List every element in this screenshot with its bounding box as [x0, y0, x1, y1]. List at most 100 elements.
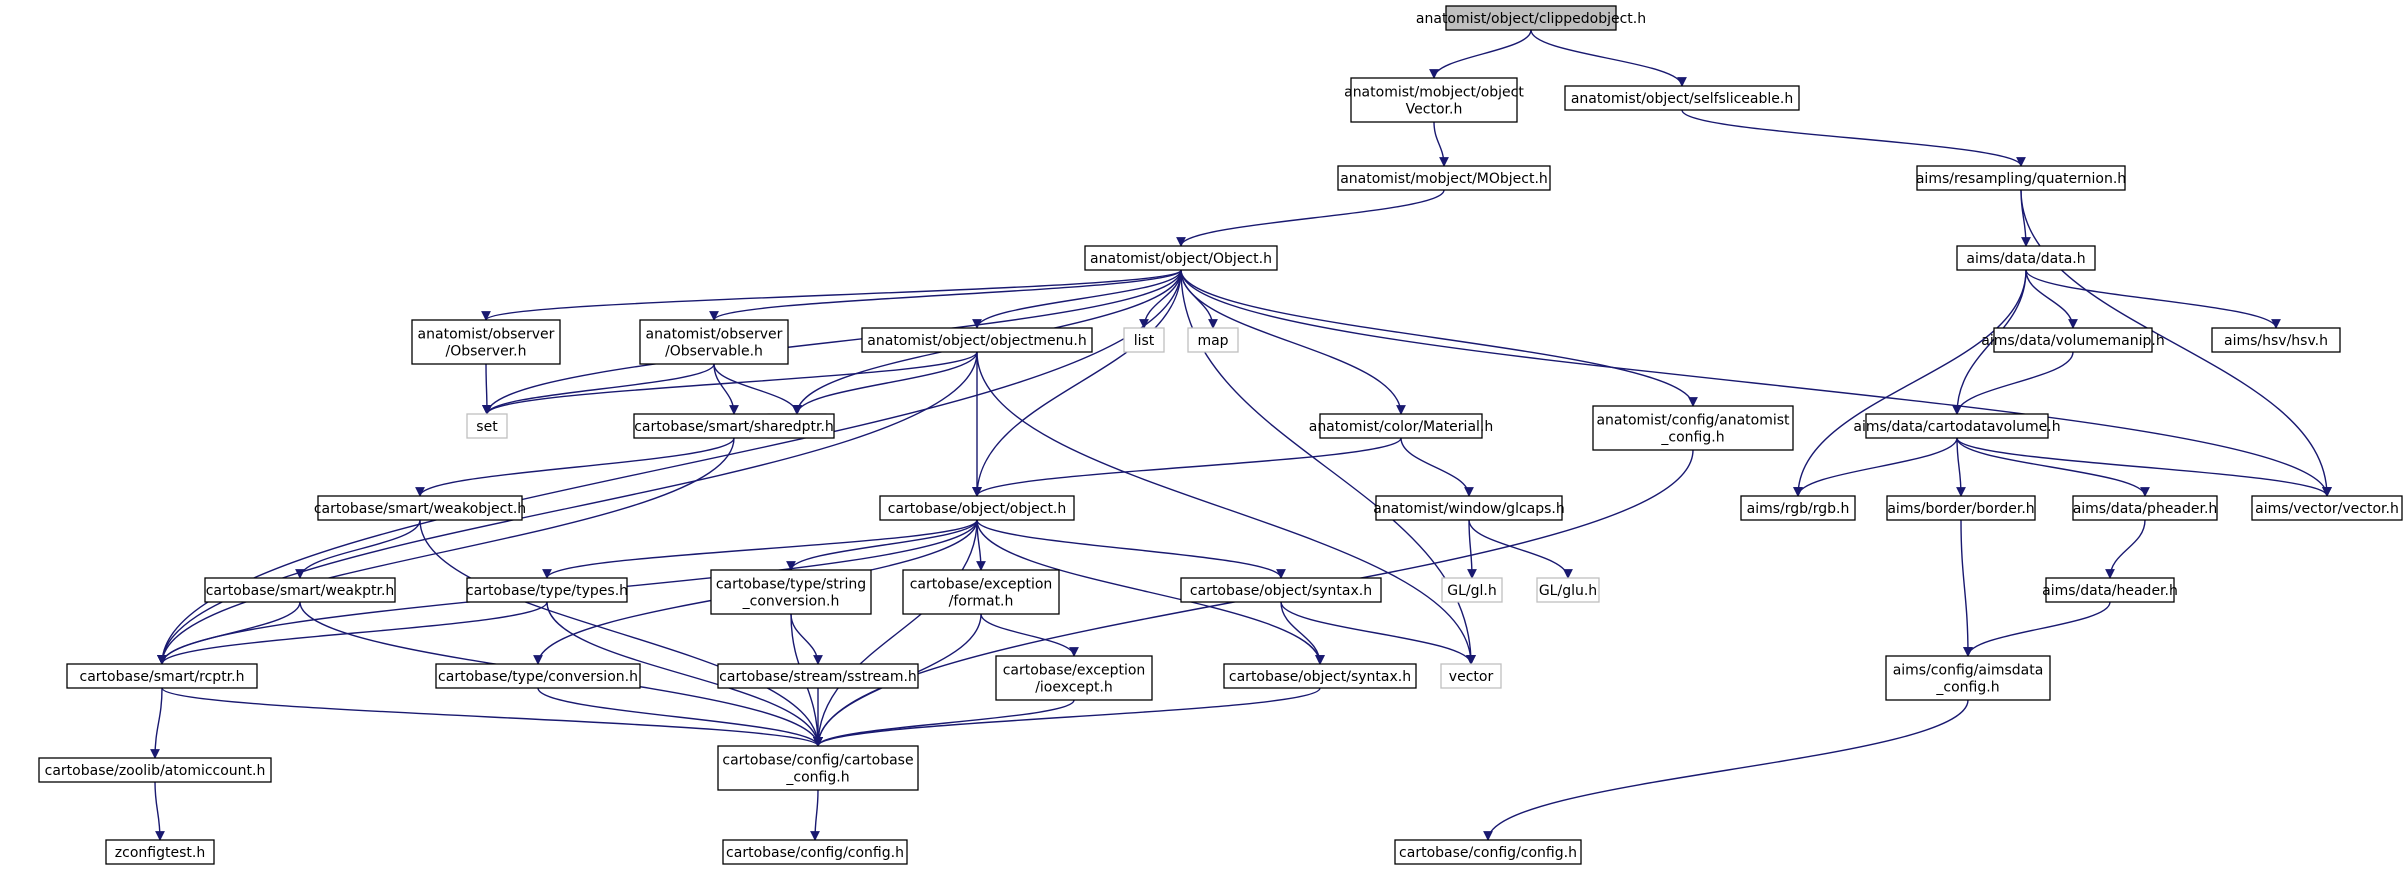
nodes-layer: anatomist/object/clippedobject.h anatomis… [38, 5, 2403, 865]
node-label: cartobase/object/syntax.h [1190, 583, 1372, 599]
node-box [2251, 495, 2403, 521]
edge-n3-to-n5 [1176, 189, 1445, 247]
edge-n34-to-n41 [1963, 601, 2111, 657]
node-aims-data-header-h[interactable]: aims/data/header.h [2042, 577, 2178, 603]
node-box [1375, 495, 1563, 521]
node-cartobase-exception-format-h[interactable]: cartobase/exception/format.h [902, 569, 1060, 615]
node-anatomist-object-objectmenu-h[interactable]: anatomist/object/objectmenu.h [861, 327, 1093, 353]
node-aims-config-aimsdata-config-h[interactable]: aims/config/aimsdata_config.h [1885, 655, 2051, 701]
node-box [1337, 165, 1551, 191]
node-label: _conversion.h [742, 594, 840, 610]
node-label: anatomist/observer [418, 327, 555, 343]
edge-n25-to-n34 [2105, 519, 2146, 579]
node-aims-rgb-rgb-h[interactable]: aims/rgb/rgb.h [1740, 495, 1856, 521]
node-box [710, 569, 872, 615]
node-aims-vector-vector-h[interactable]: aims/vector/vector.h [2251, 495, 2403, 521]
edge-n41-to-n46 [1483, 699, 1969, 841]
node-cartobase-smart-weakobject-h[interactable]: cartobase/smart/weakobject.h [314, 495, 526, 521]
node-label: map [1197, 333, 1228, 349]
node-label: anatomist/color/Material.h [1309, 419, 1494, 435]
node-anatomist-observer-observable-h[interactable]: anatomist/observer/Observable.h [639, 319, 789, 365]
edge-n24-to-n41 [1960, 519, 1973, 657]
node-anatomist-observer-observer-h[interactable]: anatomist/observer/Observer.h [411, 319, 561, 365]
edge-n0-to-n1 [1429, 29, 1532, 79]
node-box [105, 839, 215, 865]
edge-n21-to-n39 [976, 519, 1325, 665]
node-aims-data-cartodatavolume-h[interactable]: aims/data/cartodatavolume.h [1853, 413, 2061, 439]
edge-n5-to-n8 [709, 269, 1182, 321]
node-cartobase-config-config-h-n45[interactable]: cartobase/config/config.h [722, 839, 908, 865]
node-label: _config.h [785, 770, 849, 786]
node-label: aims/data/data.h [1966, 251, 2085, 267]
node-cartobase-type-types-h[interactable]: cartobase/type/types.h [466, 577, 628, 603]
node-cartobase-config-cartobase-config-h[interactable]: cartobase/config/cartobase_config.h [717, 745, 919, 791]
node-label: anatomist/object/selfsliceable.h [1571, 91, 1793, 107]
edge-n21-to-n31 [976, 519, 1286, 579]
node-anatomist-object-selfsliceable-h[interactable]: anatomist/object/selfsliceable.h [1564, 85, 1800, 111]
node-cartobase-object-object-h[interactable]: cartobase/object/object.h [879, 495, 1075, 521]
node-box [995, 655, 1153, 701]
node-anatomist-mobject-mobject-h[interactable]: anatomist/mobject/MObject.h [1337, 165, 1551, 191]
node-label: cartobase/smart/weakobject.h [314, 501, 526, 517]
node-label: cartobase/object/syntax.h [1229, 669, 1411, 685]
node-anatomist-config-anatomist-config-h[interactable]: anatomist/config/anatomist_config.h [1592, 405, 1794, 451]
node-aims-data-volumemanip-h[interactable]: aims/data/volumemanip.h [1981, 327, 2165, 353]
node-box [66, 663, 258, 689]
edge-n38-to-n42 [813, 699, 1075, 747]
node-cartobase-exception-ioexcept-h[interactable]: cartobase/exception/ioexcept.h [995, 655, 1153, 701]
node-cartobase-type-string-conversion-h[interactable]: cartobase/type/string_conversion.h [710, 569, 872, 615]
edge-n9-to-n35 [157, 351, 978, 665]
node-label: _config.h [1660, 430, 1724, 446]
node-cartobase-stream-sstream-h[interactable]: cartobase/stream/sstream.h [717, 663, 919, 689]
node-cartobase-smart-weakptr-h[interactable]: cartobase/smart/weakptr.h [204, 577, 396, 603]
edge-n6-to-n12 [2025, 269, 2078, 329]
edge-n19-to-n24 [1956, 437, 1966, 497]
node-cartobase-object-syntax-h[interactable]: cartobase/object/syntax.h [1180, 577, 1382, 603]
node-label: aims/border/border.h [1887, 501, 2034, 517]
node-cartobase-zoolib-atomiccount-h[interactable]: cartobase/zoolib/atomiccount.h [38, 757, 272, 783]
edge-n0-to-n2 [1530, 29, 1687, 87]
node-aims-data-pheader-h[interactable]: aims/data/pheader.h [2072, 495, 2218, 521]
node-label: GL/gl.h [1447, 583, 1496, 599]
node-label: aims/data/pheader.h [2073, 501, 2218, 517]
node-zconfigtest-h[interactable]: zconfigtest.h [105, 839, 215, 865]
edge-n8-to-n16 [713, 363, 739, 415]
node-cartobase-type-conversion-h[interactable]: cartobase/type/conversion.h [435, 663, 641, 689]
node-label: aims/data/header.h [2042, 583, 2178, 599]
node-aims-hsv-hsv-h[interactable]: aims/hsv/hsv.h [2211, 327, 2341, 353]
node-cartobase-smart-sharedptr-h[interactable]: cartobase/smart/sharedptr.h [633, 413, 835, 439]
node-label: anatomist/observer [646, 327, 783, 343]
edge-n28-to-n42 [546, 601, 823, 747]
node-box [717, 663, 919, 689]
node-anatomist-object-object-h[interactable]: anatomist/object/Object.h [1084, 245, 1278, 271]
node-label: cartobase/smart/rcptr.h [80, 669, 245, 685]
node-aims-data-data-h[interactable]: aims/data/data.h [1956, 245, 2096, 271]
node-box [1223, 663, 1417, 689]
node-cartobase-object-syntax-h[interactable]: cartobase/object/syntax.h [1223, 663, 1417, 689]
node-box [1445, 5, 1617, 31]
node-anatomist-color-material-h[interactable]: anatomist/color/Material.h [1309, 413, 1494, 439]
edge-n5-to-n17 [1180, 269, 1406, 415]
node-aims-border-border-h[interactable]: aims/border/border.h [1886, 495, 2036, 521]
edge-n36-to-n42 [537, 687, 823, 747]
node-label: _config.h [1935, 680, 1999, 696]
node-aims-resampling-quaternion-h[interactable]: aims/resampling/quaternion.h [1916, 165, 2126, 191]
node-anatomist-object-clippedobject-h[interactable]: anatomist/object/clippedobject.h [1416, 5, 1646, 31]
node-label: cartobase/exception [1003, 663, 1146, 679]
edge-n21-to-n28 [542, 519, 978, 579]
node-cartobase-config-config-h-n46[interactable]: cartobase/config/config.h [1394, 839, 1582, 865]
node-anatomist-window-glcaps-h[interactable]: anatomist/window/glcaps.h [1373, 495, 1565, 521]
node-cartobase-smart-rcptr-h[interactable]: cartobase/smart/rcptr.h [66, 663, 258, 689]
node-label: cartobase/smart/sharedptr.h [634, 419, 834, 435]
node-box [2045, 577, 2175, 603]
node-box [722, 839, 908, 865]
node-label: /ioexcept.h [1035, 680, 1113, 696]
node-label: cartobase/stream/sstream.h [719, 669, 917, 685]
node-box [1319, 413, 1483, 439]
node-box [2072, 495, 2218, 521]
node-label: cartobase/smart/weakptr.h [206, 583, 395, 599]
edge-n9-to-n40 [976, 351, 1476, 665]
edge-n39-to-n42 [813, 687, 1321, 747]
